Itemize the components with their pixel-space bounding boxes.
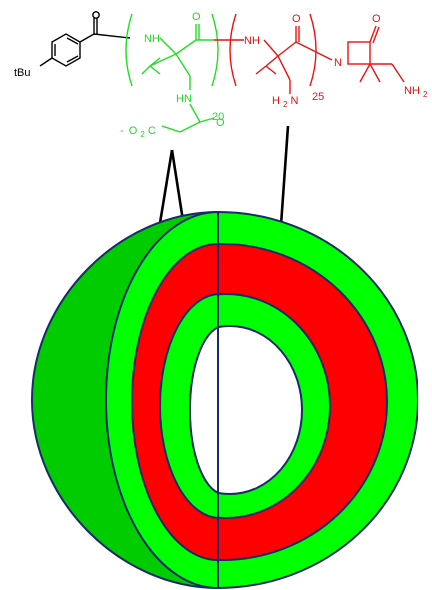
block2-o-label: O	[292, 13, 301, 25]
block1-o-label: O	[192, 11, 201, 23]
hollow-sphere	[30, 210, 418, 590]
benzene-ring	[39, 18, 131, 67]
endgroup-o-label: O	[372, 13, 381, 25]
tbu-label: tBu	[14, 67, 31, 79]
block2-nh-label: NH	[244, 35, 260, 47]
endgroup-lactam	[347, 25, 405, 83]
block2-repeat-count: 25	[312, 91, 324, 103]
carboxylate-label: - O 2 C	[120, 125, 156, 140]
block1-side-o-label: O	[216, 117, 225, 129]
block2-amine-label: H 2 N	[272, 95, 299, 110]
carbonyl-oxygen-dot	[92, 11, 100, 19]
endgroup-amine-label: NH 2	[404, 85, 428, 99]
chemical-structure: tBu NH O HN O - O 2	[14, 11, 428, 140]
block1-repeat-count: 20	[212, 111, 224, 123]
block-1	[125, 13, 219, 133]
block-2	[214, 13, 333, 94]
block1-side-nh-label: HN	[176, 93, 192, 105]
cut-core	[189, 326, 218, 494]
block1-nh-label: NH	[144, 33, 160, 45]
endgroup-n-label: N	[334, 57, 342, 69]
ring-core	[218, 325, 303, 495]
